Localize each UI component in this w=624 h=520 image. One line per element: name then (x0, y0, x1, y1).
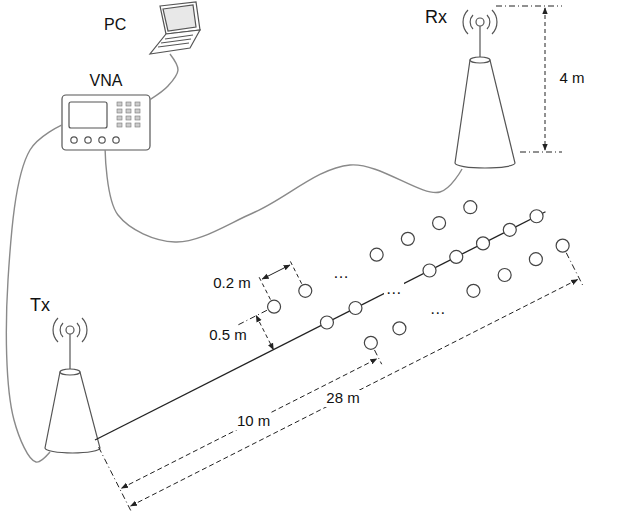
measurement-point (393, 322, 406, 335)
measurement-point (503, 223, 516, 236)
measurement-route (95, 201, 583, 513)
ellipsis-mark: … (333, 264, 349, 282)
rx-antenna (455, 10, 515, 168)
ellipsis-mark: … (430, 300, 446, 318)
measurement-point (433, 217, 446, 230)
measurement-point (498, 269, 511, 282)
cable (105, 150, 462, 242)
node-label: VNA (62, 72, 150, 90)
measurement-point (370, 248, 383, 261)
cable (6, 125, 62, 462)
dimension-label: 0.5 m (207, 327, 249, 344)
vna-instrument (62, 95, 150, 150)
measurement-point (477, 237, 490, 250)
pc-node: PC (100, 2, 206, 54)
measurement-point (464, 201, 477, 214)
measurement-point (364, 336, 377, 349)
tx-antenna (45, 318, 100, 453)
measurement-point (299, 284, 312, 297)
measurement-point (349, 302, 362, 315)
node-label: PC (104, 16, 126, 34)
cable (150, 54, 178, 100)
height-dimension (496, 6, 562, 152)
measurement-point (529, 253, 542, 266)
dimension-label: 28 m (324, 390, 361, 407)
laptop-icon (150, 2, 200, 54)
measurement-point (450, 250, 463, 263)
measurement-point (401, 232, 414, 245)
dimension-label: 0.2 m (211, 275, 253, 292)
node-label: Rx (425, 8, 447, 28)
measurement-point (530, 210, 543, 223)
vna-node: VNA (62, 66, 150, 150)
node-label: Tx (30, 296, 50, 316)
measurement-point (423, 264, 436, 277)
ellipsis-mark: … (384, 280, 404, 298)
measurement-point (467, 284, 480, 297)
rx-node: Rx (415, 2, 520, 169)
measurement-point (556, 239, 569, 252)
dimension-label: 4 m (559, 70, 584, 87)
tx-node: Tx (28, 296, 108, 452)
measurement-point (268, 300, 281, 313)
measurement-point (320, 316, 333, 329)
dimension-label: 10 m (235, 413, 272, 430)
